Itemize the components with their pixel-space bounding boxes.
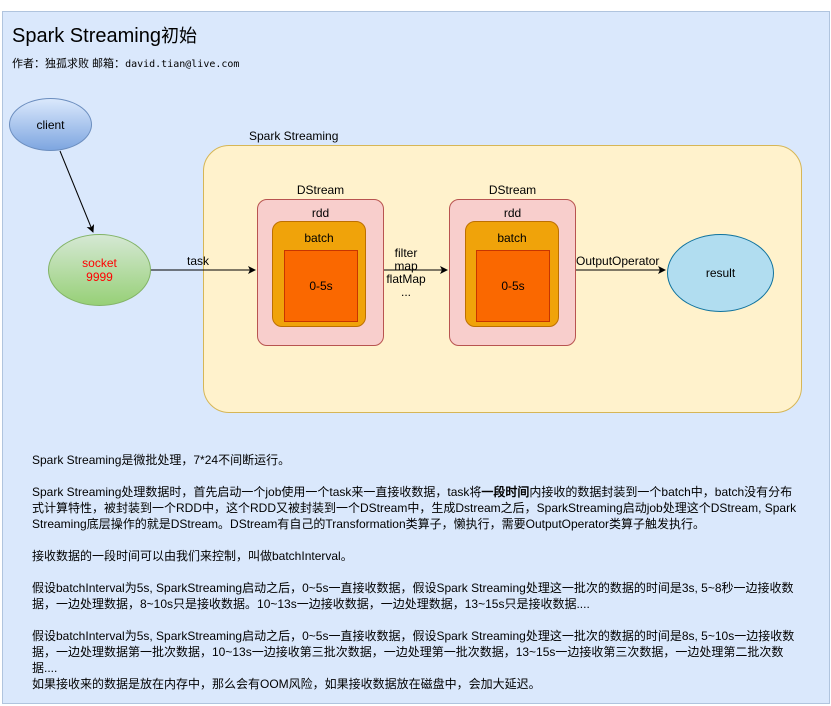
title-cn: 初始 [160, 26, 197, 47]
desc-paragraph-4: 假设batchInterval为5s, SparkStreaming启动之后，0… [32, 581, 794, 611]
socket-label: socket [82, 256, 117, 270]
result-node: result [667, 234, 774, 312]
dstream2-rdd-label: rdd [503, 206, 522, 220]
transformation-ops: filter map flatMap ... [376, 247, 436, 299]
socket-node: socket 9999 [48, 234, 151, 306]
dstream2-range: 0-5s [501, 279, 525, 293]
dstream2-label: DStream [488, 183, 537, 197]
desc-p2-bold: 一段时间 [481, 485, 530, 499]
desc-paragraph-2: Spark Streaming处理数据时，首先启动一个job使用一个task来一… [32, 484, 802, 532]
desc-paragraph-3: 接收数据的一段时间可以由我们来控制，叫做batchInterval。 [32, 549, 353, 563]
client-node: client [9, 98, 92, 151]
op-ellipsis: ... [400, 285, 411, 299]
output-operator-label: OutputOperator [576, 254, 660, 268]
page-title: Spark Streaming初始 [12, 22, 197, 48]
desc-paragraph-5: 假设batchInterval为5s, SparkStreaming启动之后，0… [32, 629, 795, 675]
socket-port: 9999 [86, 270, 113, 284]
op-filter: filter [394, 246, 418, 260]
op-flatmap: flatMap [386, 272, 426, 286]
desc-paragraph-1: Spark Streaming是微批处理，7*24不间断运行。 [32, 453, 291, 467]
dstream1-label: DStream [296, 183, 345, 197]
dstream2-batch-label: batch [497, 231, 527, 245]
client-to-socket-arrow [59, 150, 95, 233]
desc-p2-before: Spark Streaming处理数据时，首先启动一个job使用一个task来一… [32, 485, 482, 499]
dstream1-rdd-label: rdd [311, 206, 330, 220]
dstream1-range: 0-5s [309, 279, 333, 293]
task-label: task [187, 254, 210, 268]
author-prefix: 作者：独孤求败 邮箱： [12, 58, 126, 70]
dstream1-range-box: 0-5s [284, 250, 358, 322]
description-block: Spark Streaming是微批处理，7*24不间断运行。 Spark St… [32, 452, 802, 692]
author-line: 作者：独孤求败 邮箱：david.tian@live.com [12, 55, 239, 71]
op-map: map [394, 259, 418, 273]
author-email: david.tian@live.com [125, 59, 240, 70]
spark-streaming-label: Spark Streaming [249, 129, 339, 143]
title-en: Spark Streaming [12, 25, 161, 47]
dstream1-batch-label: batch [304, 231, 334, 245]
desc-paragraph-6: 如果接收来的数据是放在内存中，那么会有OOM风险，如果接收数据放在磁盘中，会加大… [32, 677, 541, 691]
client-label: client [36, 117, 65, 132]
desc-p2-after: 内接收的数据封装到一个batch中，batch没有分布式计算特性，被封装到一个R… [32, 485, 797, 531]
result-label: result [705, 266, 736, 280]
dstream2-range-box: 0-5s [476, 250, 550, 322]
